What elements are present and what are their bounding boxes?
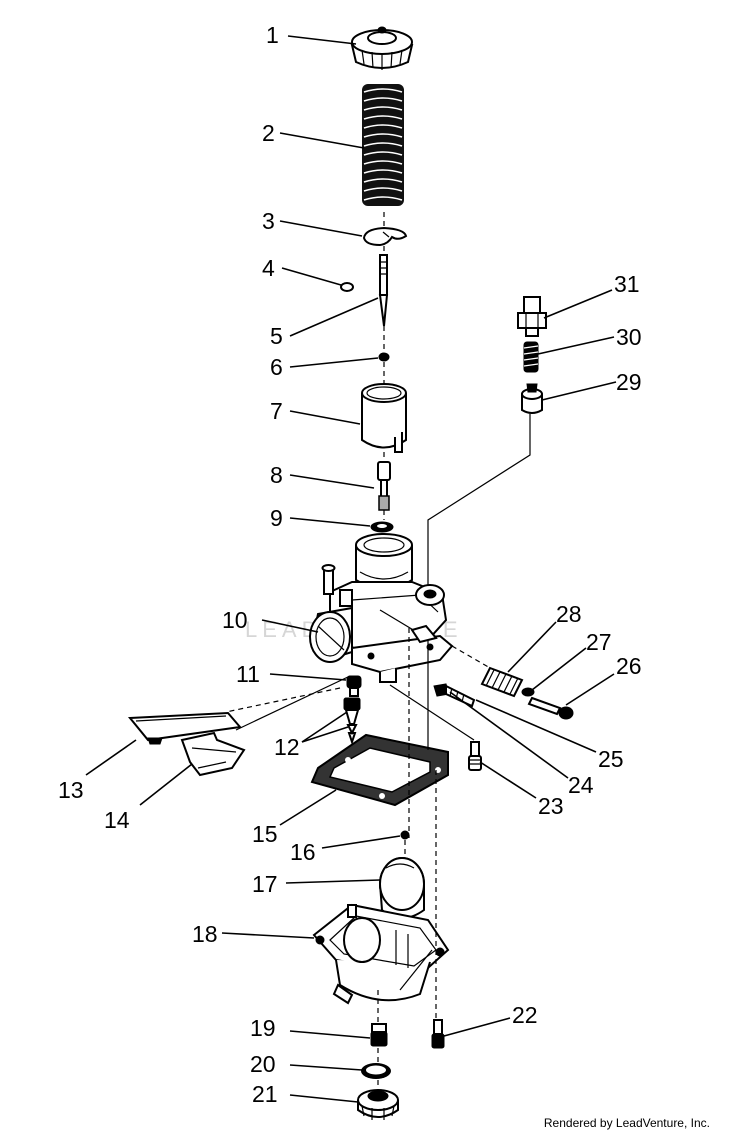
label-1: 1 [266, 22, 279, 48]
label-17: 17 [252, 871, 278, 897]
label-15: 15 [252, 821, 278, 847]
label-23: 23 [538, 793, 564, 819]
part-31-fitting [517, 296, 547, 337]
label-4: 4 [262, 255, 275, 281]
part-27-ring [521, 687, 535, 697]
part-29-plunger [521, 383, 543, 414]
label-16: 16 [290, 839, 316, 865]
leader-lines [85, 35, 617, 1103]
label-8: 8 [270, 462, 283, 488]
part-5-needle [378, 254, 389, 327]
part-9-washer [370, 521, 394, 533]
part-17-float [379, 857, 425, 919]
label-19: 19 [250, 1015, 276, 1041]
label-27: 27 [586, 629, 612, 655]
part-28-spring [480, 666, 524, 698]
footer-credit: Rendered by LeadVenture, Inc. [543, 1116, 710, 1130]
label-20: 20 [250, 1051, 276, 1077]
label-18: 18 [192, 921, 218, 947]
part-6-ring [378, 352, 390, 362]
part-4-clip [340, 282, 354, 292]
label-25: 25 [598, 746, 624, 772]
part-21-drain-plug [357, 1089, 399, 1120]
part-13-float-arm [127, 711, 242, 745]
label-22: 22 [512, 1002, 538, 1028]
part-7-throttle-slide [361, 383, 407, 453]
label-29: 29 [616, 369, 642, 395]
label-5: 5 [270, 323, 283, 349]
part-22-screw [431, 1019, 445, 1049]
label-9: 9 [270, 505, 283, 531]
part-18-float-bowl [312, 903, 450, 1005]
callout-labels: 1 2 3 4 5 6 7 8 9 10 11 12 13 14 15 16 1… [58, 22, 642, 1107]
part-10-carburetor-body [309, 533, 454, 683]
label-11: 11 [236, 661, 260, 687]
part-3-retainer-plate [362, 226, 408, 247]
part-1-cap [350, 26, 414, 70]
label-2: 2 [262, 120, 275, 146]
part-26-idle-screw [527, 696, 574, 720]
label-31: 31 [614, 271, 640, 297]
assembly-lines [225, 212, 531, 1090]
part-23-screw [468, 741, 482, 771]
label-13: 13 [58, 777, 84, 803]
label-28: 28 [556, 601, 582, 627]
part-12-float-valve [343, 697, 361, 746]
label-3: 3 [262, 208, 275, 234]
part-14-float-pin [180, 731, 246, 777]
part-20-o-ring [361, 1063, 391, 1079]
part-30-spring [523, 341, 539, 373]
label-30: 30 [616, 324, 642, 350]
label-14: 14 [104, 807, 130, 833]
label-6: 6 [270, 354, 283, 380]
label-10: 10 [222, 607, 248, 633]
part-11-main-jet [346, 675, 362, 697]
part-8-needle-jet [377, 461, 391, 511]
part-16-ball [400, 830, 410, 840]
part-19-pilot-jet [370, 1023, 388, 1047]
part-24-pilot-screw [433, 683, 476, 708]
label-26: 26 [616, 653, 642, 679]
label-12: 12 [274, 734, 300, 760]
label-7: 7 [270, 398, 283, 424]
part-15-gasket [310, 733, 449, 807]
part-2-spring [362, 84, 404, 206]
label-24: 24 [568, 772, 594, 798]
label-21: 21 [252, 1081, 278, 1107]
